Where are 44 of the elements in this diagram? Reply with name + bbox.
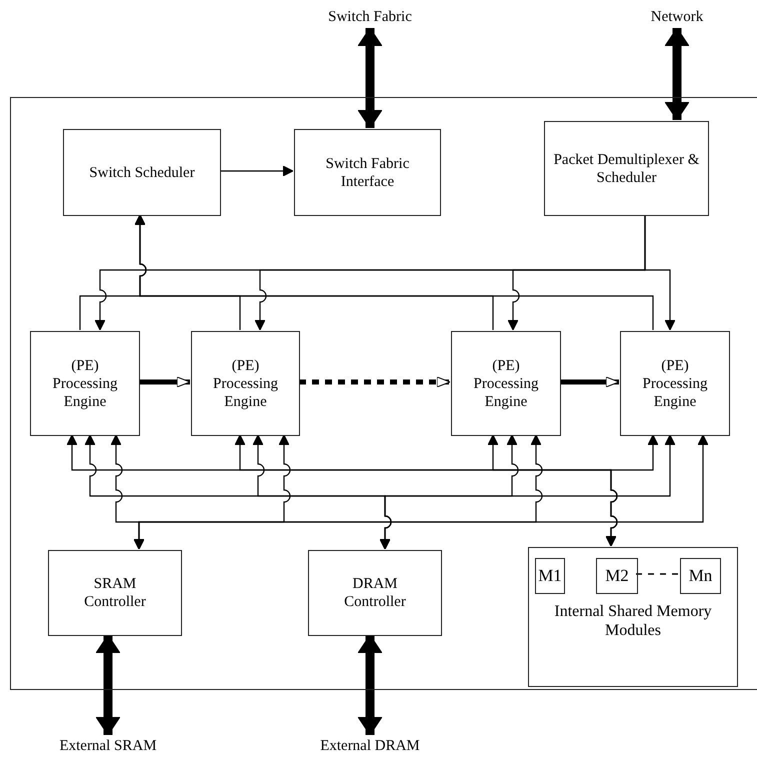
- block-label: Internal Shared Memory Modules: [553, 602, 713, 640]
- block-label: (PE) Processing Engine: [52, 356, 118, 410]
- block-box: [48, 550, 182, 636]
- block-label: SRAM Controller: [83, 575, 147, 611]
- block-label: (PE) Processing Engine: [472, 356, 540, 410]
- port-name: External SRAM: [59, 737, 157, 755]
- block-label: (PE) Processing Engine: [642, 356, 708, 410]
- block-label: Switch Scheduler: [89, 164, 195, 182]
- arrow: [560, 376, 620, 388]
- memory-modules-panel: [528, 547, 738, 687]
- bus-line: [606, 434, 658, 546]
- memory-module-box: [680, 558, 721, 594]
- block-label: Mn: [688, 566, 712, 586]
- arrow: [220, 166, 294, 176]
- processing-engine-box: [451, 331, 561, 436]
- block-label: M2: [605, 566, 629, 586]
- chip-boundary: [10, 97, 757, 690]
- block-box: [544, 121, 709, 216]
- processing-engine-box: [30, 331, 140, 436]
- processing-engine-box: [191, 331, 300, 436]
- dashed-line: [636, 573, 678, 575]
- processing-engine-box: [620, 331, 730, 436]
- arrow: [139, 376, 190, 388]
- block-box: [294, 129, 441, 216]
- dashed-line: [299, 376, 450, 388]
- bus-line: [380, 434, 676, 550]
- memory-module-box: [596, 558, 638, 594]
- memory-module-box: [535, 558, 565, 594]
- block-label: M1: [538, 566, 562, 586]
- port-name: External DRAM: [320, 737, 420, 755]
- double-arrow: [358, 634, 382, 736]
- block-label: DRAM Controller: [343, 575, 407, 611]
- port-name: Network: [650, 8, 704, 26]
- double-arrow: [358, 28, 382, 128]
- block-label: Switch Fabric Interface: [324, 154, 410, 190]
- block-label: (PE) Processing Engine: [212, 356, 279, 410]
- block-box: [308, 550, 442, 636]
- bus-line: [644, 215, 676, 330]
- block-label: Packet Demultiplexer & Scheduler: [552, 150, 700, 186]
- bus-line: [134, 434, 708, 550]
- double-arrow: [664, 28, 690, 120]
- port-name: Switch Fabric: [328, 8, 412, 26]
- block-box: [63, 129, 221, 216]
- double-arrow: [96, 634, 120, 736]
